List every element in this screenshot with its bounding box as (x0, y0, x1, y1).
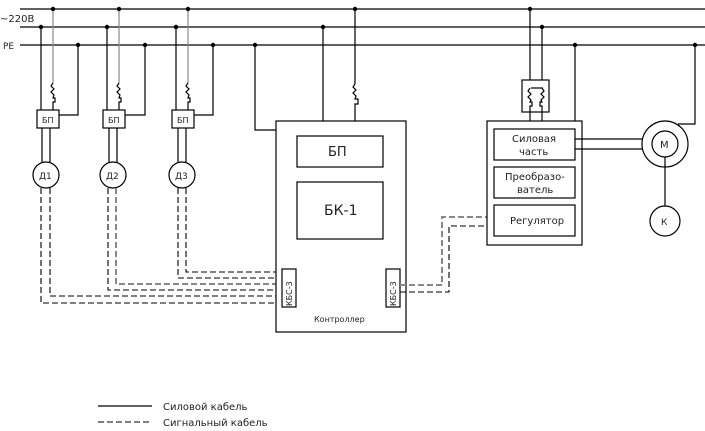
kbs3-port-left (281, 268, 297, 308)
drive-unit: Силовая часть Преобразо- ватель Регулято… (486, 6, 643, 246)
svg-text:БП: БП (328, 145, 347, 160)
svg-text:часть: часть (519, 147, 548, 158)
sensor-1 (32, 161, 60, 189)
svg-text:ватель: ватель (517, 185, 553, 196)
sensor-psu-3 (171, 109, 195, 129)
sensor-3 (168, 161, 196, 189)
controller-title: Контроллер (314, 315, 365, 324)
signal-cable-regulator (400, 216, 494, 293)
converter-section (493, 166, 576, 199)
svg-text:БК-1: БК-1 (324, 203, 358, 219)
controller: БП БК-1 КБС-3 КБС-3 Контроллер (252, 6, 407, 333)
kbs3-port-right (385, 268, 401, 308)
svg-text:Регулятор: Регулятор (510, 216, 564, 227)
svg-text:БП: БП (177, 116, 189, 125)
legend: Силовой кабель Сигнальный кабель (98, 402, 268, 429)
sensor-psu-2 (102, 109, 126, 129)
svg-text:Силовая: Силовая (512, 134, 556, 145)
svg-text:БП: БП (108, 116, 120, 125)
legend-signal-label: Сигнальный кабель (163, 418, 268, 429)
pe-label: PE (3, 42, 14, 52)
regulator-section (493, 204, 576, 237)
sensor-branch-2: БП Д2 (99, 6, 148, 189)
motor: М К (641, 42, 698, 237)
svg-text:К: К (661, 218, 668, 228)
svg-text:Д3: Д3 (175, 172, 188, 182)
legend-power-label: Силовой кабель (163, 402, 248, 413)
bk1-block (296, 181, 384, 240)
signal-cables-sensors (40, 188, 284, 304)
drive-breaker (521, 79, 550, 113)
controller-psu (296, 135, 384, 168)
sensor-psu-1 (36, 109, 60, 129)
svg-text:КБС-3: КБС-3 (389, 281, 398, 306)
svg-text:КБС-3: КБС-3 (285, 281, 294, 306)
svg-text:Д1: Д1 (39, 172, 52, 182)
svg-text:М: М (660, 140, 669, 151)
sensor-branch-3: БП Д3 (168, 6, 216, 189)
sensor-branch-1: БП Д1 (32, 6, 81, 189)
k-element (649, 205, 681, 237)
svg-text:Преобразо-: Преобразо- (505, 172, 565, 183)
sensor-2 (99, 161, 127, 189)
power-section (493, 128, 576, 161)
phase-label: ~220В (0, 14, 34, 25)
svg-text:БП: БП (42, 116, 54, 125)
svg-text:Д2: Д2 (106, 172, 119, 182)
